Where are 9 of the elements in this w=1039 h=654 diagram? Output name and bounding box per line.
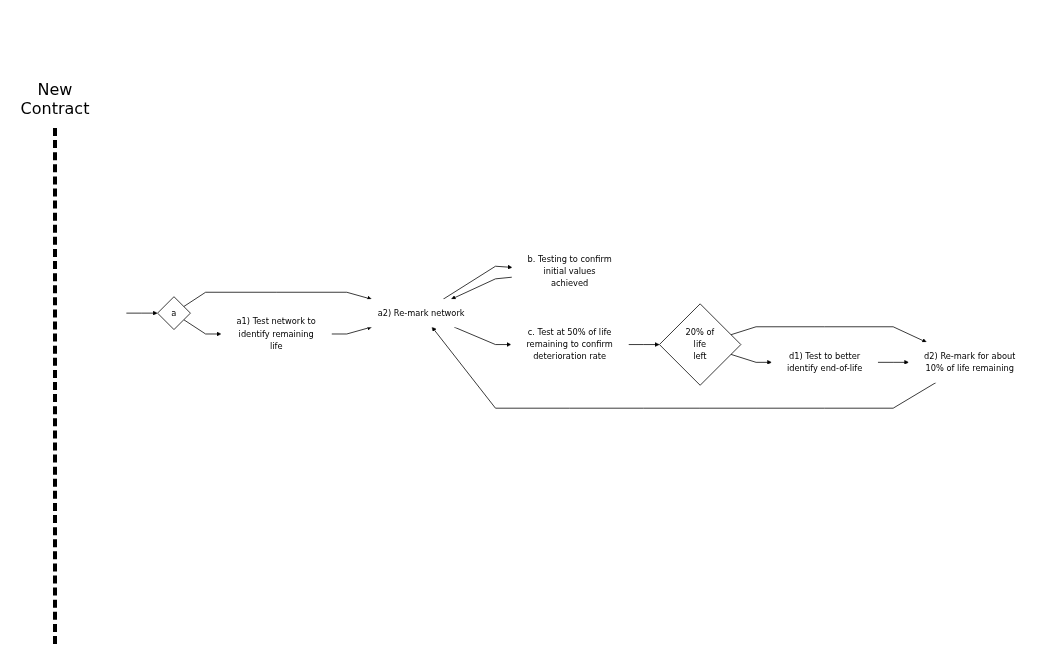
note-text: New Contract: [20, 80, 90, 118]
node-text: b. Testing to confirm initial values achieved: [526, 254, 612, 289]
node-diamond: a: [156, 296, 191, 331]
node-text: d2) Re-mark for about 10% of life remaining: [923, 351, 1015, 374]
node-text: a2) Re-mark network: [377, 308, 465, 319]
node-text: a1) Test network to identify remaining life: [236, 316, 316, 352]
node-text: c. Test at 50% of life remaining to confirm deterioration rate: [525, 327, 613, 362]
node-diamond: 20% of life left: [658, 303, 741, 386]
node-text: d1) Test to better identify end-of-life: [786, 351, 862, 374]
